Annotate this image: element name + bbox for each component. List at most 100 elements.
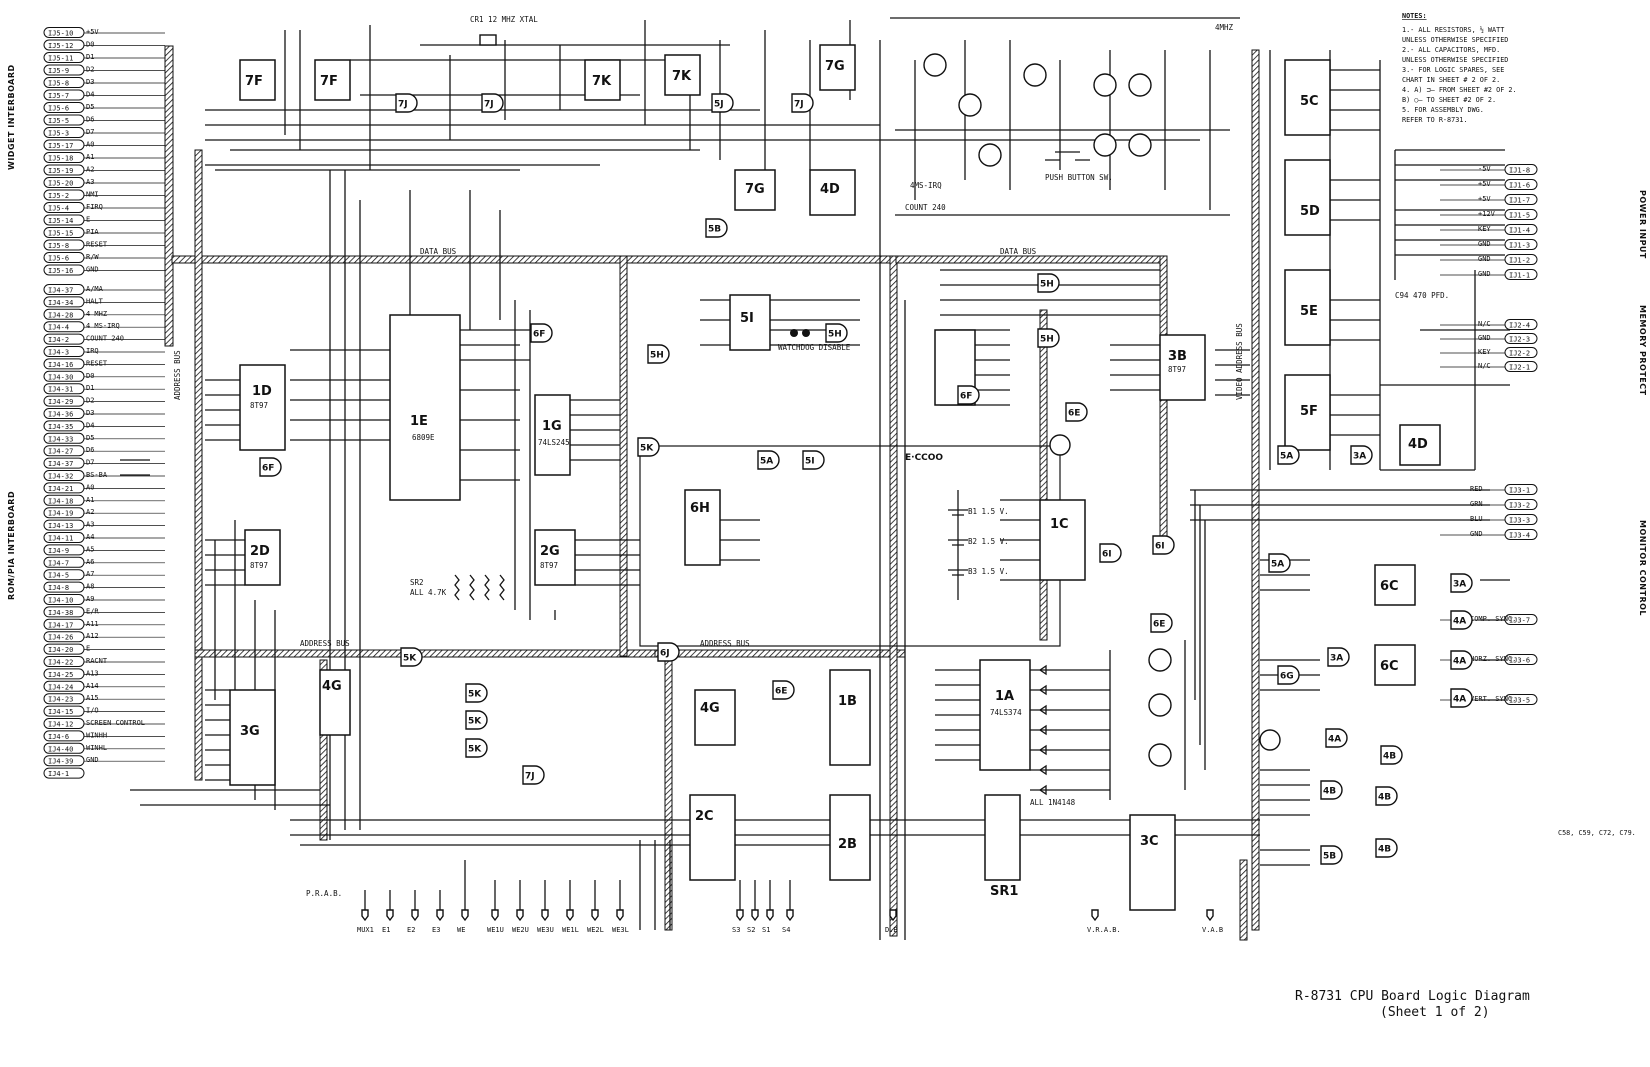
rom-pin-label: IJ4-37 [48,460,73,468]
rom-pin-label: IJ4-11 [48,535,73,543]
rom-pin-label: IJ4-15 [48,708,73,716]
chip-4g: 4G [319,669,351,736]
rom-signal-label: D3 [86,409,94,417]
gate-6j: 6J [657,642,680,662]
gate-7j: 7J [481,93,504,113]
e-ccoo-label: E·CCOO [905,453,943,463]
rom-pin-label: IJ4-38 [48,609,73,617]
diagram-title: R-8731 CPU Board Logic Diagram [1295,989,1530,1004]
gate-5k: 5K [465,738,488,758]
widget-pin-label: IJ5-8 [48,80,69,88]
diode-network: ALL 1N4148 [1030,664,1076,807]
chip-3g-ref: 3G [240,724,260,739]
gate-4b: 4B [1375,786,1398,806]
power-signal-label: KEY [1478,225,1491,233]
chip-4d: 4D [809,169,856,216]
notes-heading: NOTES: [1402,12,1427,20]
chip-5e: 5E [1284,269,1331,346]
chip-5i-ref: 5I [740,311,754,326]
rom-signal-label: D2 [86,397,94,405]
note-line: B) ○— TO SHEET #2 OF 2. [1402,96,1496,104]
output-label: S1 [762,926,770,934]
gate-ref: 4A [1453,657,1466,667]
chip-5i: 5I [729,294,771,351]
chip-3b: 3B 8T97 [1159,334,1206,401]
chips: 1E 6809E 1G 74LS245 1D 8T97 2D 8T97 2G 8… [229,44,1441,911]
widget-signal-label: PIA [86,228,99,236]
gate-ref: 4A [1453,617,1466,627]
output-terminal-13: S1 [762,909,774,934]
chip-7f: 7F [239,59,276,101]
bus-structures [164,45,1260,941]
gate-5i: 5I [802,450,825,470]
chip-5c-ref: 5C [1300,94,1319,109]
widget-pin-label: IJ5-11 [48,55,73,63]
widget-signal-label: A2 [86,166,94,174]
gate-4a: 4A [1450,650,1473,670]
chip-4g-ref: 4G [322,679,342,694]
chip-3b-type: 8T97 [1168,365,1186,374]
widget-pin-label: IJ5-12 [48,42,73,50]
gate-5a: 5A [1268,553,1291,573]
rom-pin-label: IJ4-18 [48,497,73,505]
widget-pin-label: IJ5-8 [48,242,69,250]
widget-pin-label: IJ5-2 [48,192,69,200]
gate-ref: 5K [640,444,654,454]
watchdog-jumper: WATCHDOG DISABLE [778,329,851,352]
wiring [120,17,1510,940]
chip-7f-2-ref: 7F [320,74,338,89]
address-bus-horizontal-2 [654,649,906,658]
chip-1c: 1C [1039,499,1086,581]
widget-signal-label: FIRQ [86,203,103,211]
rom-signal-label: RACNT [86,657,108,665]
chip-5e-ref: 5E [1300,304,1318,319]
chip-7k-2-ref: 7K [672,69,692,84]
gate-3a: 3A [1350,445,1373,465]
data-bus-vertical-db [889,255,898,937]
widget-pin-label: IJ5-5 [48,117,69,125]
rom-pin-label: IJ4-36 [48,411,73,419]
output-terminal-5: WE1U [487,909,504,934]
gate-6f: 6F [957,385,980,405]
gate-5j: 5J [711,93,734,113]
rom-pin-label: IJ4-12 [48,721,73,729]
chip-4d-ref: 4D [820,182,840,197]
four-ms-irq-label: 4MS-IRQ [910,181,942,190]
rom-pin-label: IJ4-6 [48,733,69,741]
widget-signal-label: D7 [86,128,94,136]
note-line: 3.- FOR LOGIC SPARES, SEE [1402,66,1504,74]
rom-signal-label: GND [86,756,99,764]
chip-3c: 3C [1129,814,1176,911]
widget-pin-label: IJ5-3 [48,130,69,138]
memory-signal-label: N/C [1478,320,1491,328]
memory-protect-label: MEMORY PROTECT [1638,305,1647,396]
gate-4b: 4B [1380,745,1403,765]
address-bus-label-mid: ADDRESS BUS [700,639,750,648]
output-label: E1 [382,926,390,934]
output-label: S3 [732,926,740,934]
rom-pin-label: IJ4-34 [48,299,73,307]
watchdog-label: WATCHDOG DISABLE [778,343,851,352]
monitor-signal-label: HORZ. SYNC. [1470,655,1516,663]
chip-7f-ref: 7F [245,74,263,89]
